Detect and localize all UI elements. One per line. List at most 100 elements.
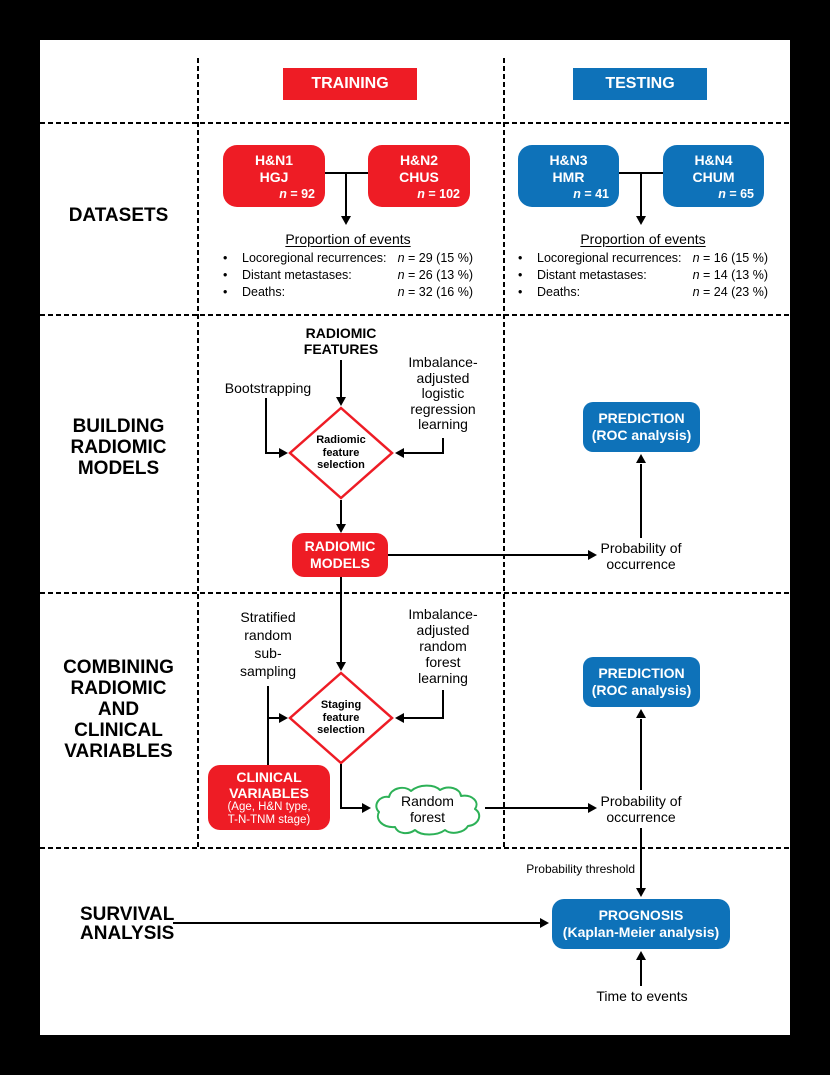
bullet: •: [223, 268, 228, 282]
event-label: Deaths:: [242, 285, 286, 299]
column-divider-2: [503, 58, 505, 847]
connector-training-drop: [345, 172, 347, 217]
arrow-staging-to-cloud-v: [340, 764, 342, 809]
label-line: FEATURES: [303, 341, 379, 357]
dataset-box-hn4: H&N4 CHUM n = 65: [663, 145, 764, 207]
label-line: forest: [425, 654, 461, 670]
arrowhead: [279, 448, 288, 458]
arrow-cloud-to-probability: [485, 807, 589, 809]
n-symbol: n: [397, 251, 405, 265]
imbalance-logistic-line-v: [442, 438, 444, 454]
arrow-features-to-selection: [340, 360, 342, 398]
value-text: = 29 (15 %): [404, 251, 473, 265]
dataset-n: n = 41: [518, 186, 619, 202]
arrow-probability-to-prediction-building: [640, 464, 642, 538]
prediction-roc-box-combining: PREDICTION (ROC analysis): [583, 657, 700, 707]
n-symbol: n: [573, 187, 581, 201]
label-line: RADIOMIC: [305, 325, 377, 341]
dataset-n: n = 92: [223, 186, 325, 202]
proportion-title-training: Proportion of events: [285, 231, 411, 247]
arrowhead: [588, 550, 597, 560]
label-line: CLINICAL: [74, 720, 163, 741]
dataset-site: HMR: [552, 169, 585, 185]
time-to-events-label: Time to events: [596, 988, 688, 1004]
arrowhead: [395, 448, 404, 458]
label-line: learning: [418, 416, 468, 432]
n-symbol: n: [692, 285, 700, 299]
label-line: random: [244, 627, 292, 643]
training-header: TRAINING: [283, 68, 417, 100]
radiomic-feature-selection-text: Radiomic feature selection: [288, 434, 394, 472]
label-line: SURVIVAL: [80, 904, 175, 925]
n-symbol: n: [397, 285, 405, 299]
random-forest-cloud: [375, 784, 481, 836]
label-line: PROGNOSIS: [598, 907, 684, 923]
arrow-survival-to-prognosis: [173, 922, 541, 924]
label-line: RADIOMIC: [304, 538, 376, 554]
clinical-variables-box: CLINICAL VARIABLES (Age, H&N type, T-N-T…: [208, 765, 330, 830]
label-line: forest: [409, 809, 445, 825]
figure-canvas: TRAINING TESTING DATASETS BUILDING RADIO…: [40, 40, 790, 1035]
label-line: sub-: [254, 645, 282, 661]
arrowhead: [395, 713, 404, 723]
dataset-n: n = 102: [368, 186, 470, 202]
label-line: learning: [418, 670, 468, 686]
label-line: (ROC analysis): [591, 682, 692, 698]
label-line: RADIOMIC: [70, 437, 167, 458]
label-line: CLINICAL: [236, 768, 302, 785]
label-line: MODELS: [310, 555, 370, 571]
arrow-models-to-probability: [388, 554, 589, 556]
dataset-name: H&N4: [694, 152, 733, 168]
arrowhead: [636, 951, 646, 960]
arrowhead: [362, 803, 371, 813]
value-text: = 26 (13 %): [404, 268, 473, 282]
radiomic-feature-selection-diamond: [288, 406, 394, 500]
dataset-box-hn1: H&N1 HGJ n = 92: [223, 145, 325, 207]
label-line: MODELS: [77, 458, 160, 479]
staging-feature-selection-diamond: [288, 671, 394, 765]
arrowhead: [540, 918, 549, 928]
label-line: PREDICTION: [598, 410, 685, 426]
label-line: Imbalance-: [408, 354, 478, 370]
event-label: Locoregional recurrences:: [242, 251, 387, 265]
event-list-training: •Locoregional recurrences:n = 29 (15 %) …: [223, 250, 473, 301]
stratified-line-v: [267, 686, 269, 765]
label-line: occurrence: [606, 809, 676, 825]
random-forest-text: Random forest: [370, 793, 485, 825]
dataset-name: H&N2: [399, 152, 439, 168]
bootstrapping-line-v: [265, 398, 267, 454]
row-divider-1: [40, 122, 790, 124]
column-divider-1: [197, 58, 199, 847]
event-row: •Locoregional recurrences:n = 16 (15 %): [518, 250, 768, 267]
arrowhead: [336, 524, 346, 533]
probability-of-occurrence-building: Probability of occurrence: [591, 540, 691, 572]
probability-threshold-label: Probability threshold: [526, 862, 635, 876]
label-line: ANALYSIS: [80, 923, 175, 944]
label-line: Probability of: [600, 540, 682, 556]
dataset-n: n = 65: [663, 186, 764, 202]
label-line: AND: [97, 699, 140, 720]
arrowhead: [636, 709, 646, 718]
arrowhead: [336, 662, 346, 671]
value-text: = 14 (13 %): [699, 268, 768, 282]
label-line: Probability of: [600, 793, 682, 809]
label-line: COMBINING: [63, 657, 174, 678]
event-value: n = 16 (15 %): [693, 250, 768, 267]
event-row: •Deaths:n = 24 (23 %): [518, 284, 768, 301]
value-text: = 16 (15 %): [699, 251, 768, 265]
label-line: Random: [401, 793, 454, 809]
radiomic-features-label: RADIOMIC FEATURES: [280, 325, 402, 357]
n-symbol: n: [692, 251, 700, 265]
event-value: n = 24 (23 %): [693, 284, 768, 301]
prognosis-box: PROGNOSIS (Kaplan-Meier analysis): [552, 899, 730, 949]
event-label: Locoregional recurrences:: [537, 251, 682, 265]
arrowhead: [588, 803, 597, 813]
label-line: (ROC analysis): [591, 427, 692, 443]
arrowhead: [336, 397, 346, 406]
label-line: VARIABLES: [229, 784, 309, 801]
bullet: •: [223, 251, 228, 265]
dataset-box-hn2: H&N2 CHUS n = 102: [368, 145, 470, 207]
label-line: feature: [322, 711, 360, 724]
arrow-selection-to-models: [340, 500, 342, 526]
arrow-time-to-prognosis: [640, 960, 642, 986]
